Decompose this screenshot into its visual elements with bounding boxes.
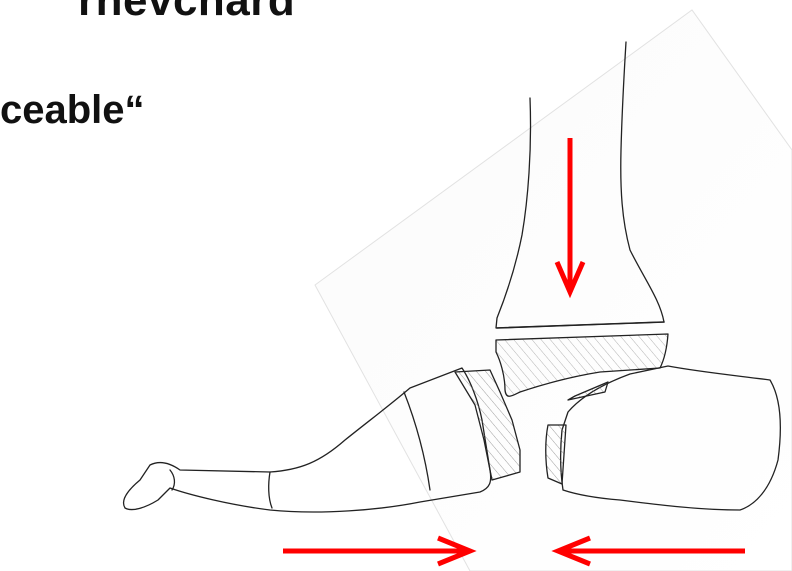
- forefoot-push-arrow: [283, 538, 470, 564]
- sketch-paper: [315, 10, 792, 571]
